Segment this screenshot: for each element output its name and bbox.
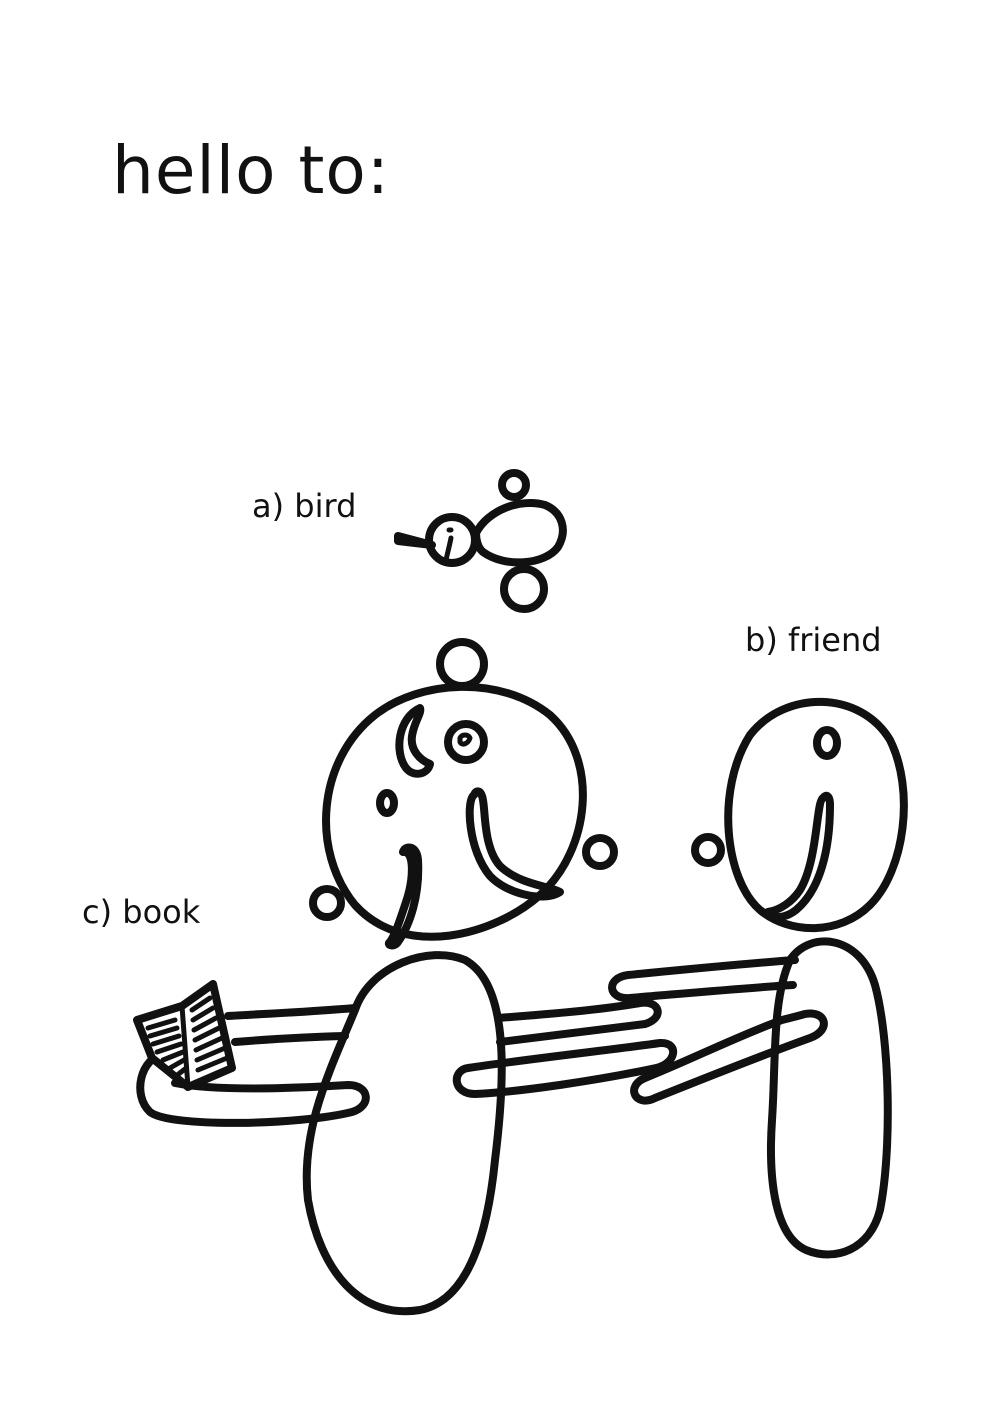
reader-pupil <box>457 732 473 747</box>
label-friend: b) friend <box>745 621 882 659</box>
bird-top-wing <box>498 469 530 501</box>
friend-eye <box>813 726 841 760</box>
bird-body <box>472 499 567 567</box>
reader-character <box>136 638 677 1316</box>
bird-drawing <box>394 469 567 613</box>
bird-bottom-wing <box>500 565 548 613</box>
book-lines-right <box>189 995 230 1073</box>
reader-body <box>302 951 506 1316</box>
book-drawing <box>133 980 236 1091</box>
reader-eye-right <box>444 720 488 764</box>
reader-topknot <box>436 638 488 690</box>
book-spine <box>179 1003 191 1090</box>
bird-beak <box>394 532 436 549</box>
friend-character <box>608 697 908 1259</box>
reader-hair-curl <box>395 704 434 778</box>
friend-ear <box>691 833 725 867</box>
friend-arm-lower <box>630 1009 828 1105</box>
bird-eye <box>443 527 454 563</box>
reader-back-arm-bottom <box>231 1032 349 1046</box>
friend-smile <box>764 791 834 921</box>
reader-back-arm-top <box>224 1004 359 1020</box>
reader-left-ear <box>309 885 345 921</box>
reader-eye-left <box>376 789 398 817</box>
reader-right-ear <box>582 834 618 870</box>
label-book: c) book <box>82 893 201 931</box>
book-lines-left <box>145 1017 188 1079</box>
reader-front-arm <box>136 1049 370 1127</box>
reader-right-arm-top <box>494 998 662 1046</box>
label-bird: a) bird <box>252 487 357 525</box>
reader-nose <box>385 843 423 950</box>
reader-smile <box>465 787 564 901</box>
friend-body <box>766 937 892 1259</box>
reader-right-arm-bottom <box>452 1039 677 1098</box>
page-title: hello to: <box>112 132 390 209</box>
friend-arm-upper <box>608 956 799 1003</box>
